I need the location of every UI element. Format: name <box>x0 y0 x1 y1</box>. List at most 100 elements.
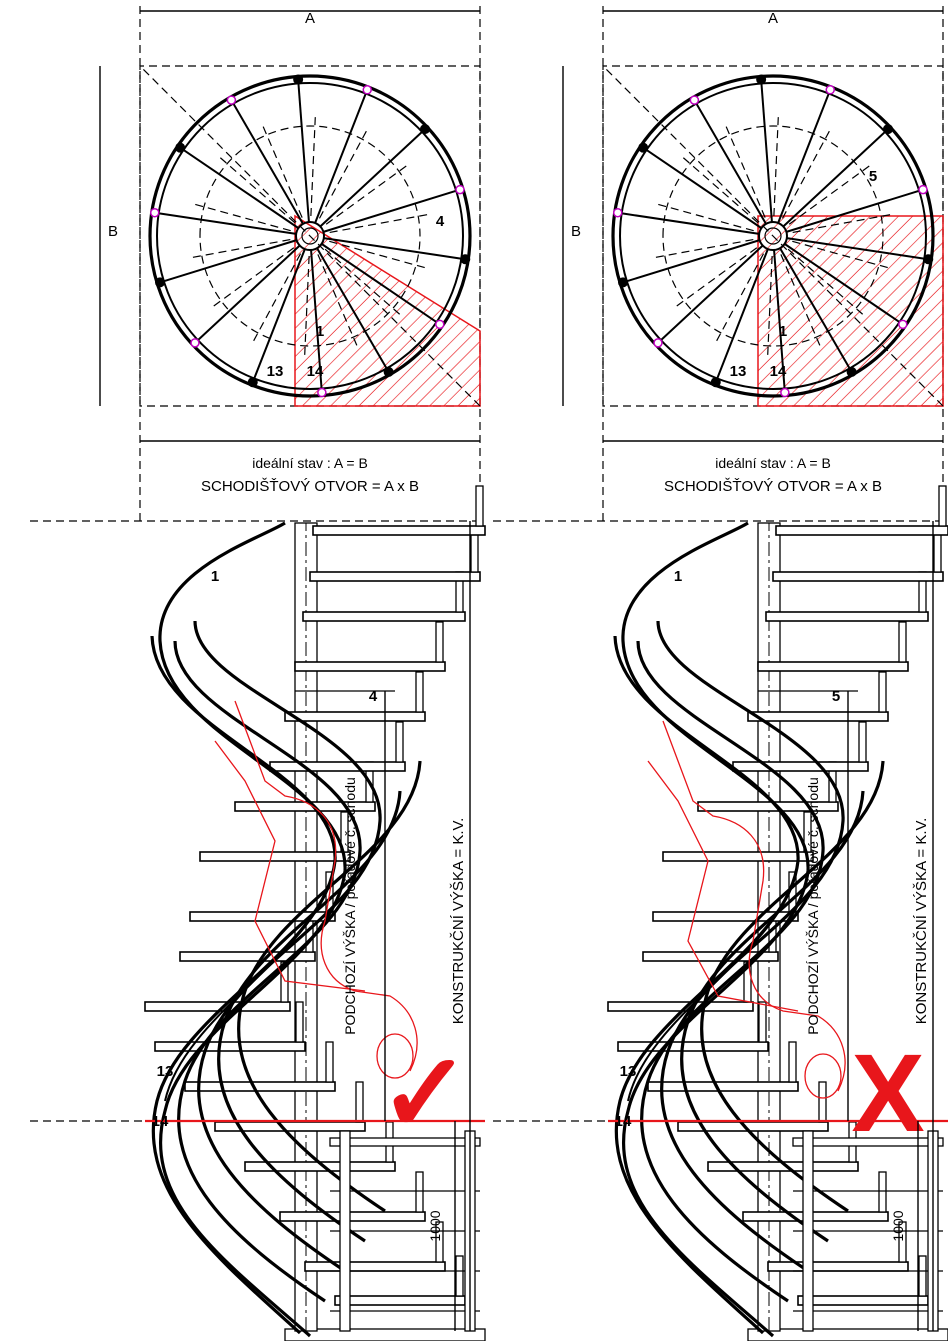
floor-plate <box>284 1328 486 1341</box>
opening-title: SCHODIŠŤOVÝ OTVOR = A x B <box>201 478 419 495</box>
landing-post <box>339 1130 351 1332</box>
plan-tread-hidden <box>781 130 831 219</box>
plan-tread-hidden <box>675 247 758 308</box>
plan-center-core <box>764 227 782 245</box>
cross-mark: X <box>851 1032 924 1155</box>
tread-baluster <box>918 1255 927 1297</box>
plan-tread-hidden <box>657 203 754 232</box>
tread-baluster <box>355 1081 364 1123</box>
elevation-tread <box>617 1041 769 1052</box>
elevation-tread <box>312 525 486 536</box>
handrail-curve <box>656 620 845 1273</box>
handrail-curve <box>173 640 362 1303</box>
tread-baluster <box>858 721 867 763</box>
elevation-tread <box>189 911 336 922</box>
elevation-tread <box>742 1211 889 1222</box>
elevation-tread <box>199 851 351 862</box>
plan-tread-hidden <box>780 254 821 347</box>
ideal-state-note: ideální stav : A = B <box>715 455 831 471</box>
walkline-circle <box>199 125 421 347</box>
check-mark: ✓ <box>379 1032 471 1155</box>
plan-tread-edge <box>319 129 425 228</box>
tread-baluster <box>938 485 947 527</box>
handrail-curve <box>636 640 825 1303</box>
width-label: A <box>305 10 315 27</box>
plan-tread-edge <box>760 81 773 223</box>
tread-baluster <box>415 671 424 713</box>
plan-baluster-marker <box>190 338 200 348</box>
plan-tread-edge <box>321 243 439 325</box>
plan-tread-edge <box>779 247 852 371</box>
plan-baluster-marker <box>689 95 700 105</box>
headroom-hatch <box>294 214 481 407</box>
width-label: A <box>768 10 778 27</box>
plan-tread-edge <box>715 248 769 381</box>
plan-baluster <box>756 74 767 85</box>
plan-tread-hidden <box>792 213 892 234</box>
elevation-tread <box>652 911 799 922</box>
elevation-tread <box>772 571 944 582</box>
plan-step-label: 4 <box>436 213 445 230</box>
elevation-tread <box>765 611 929 622</box>
plan-tread-edge <box>777 91 831 224</box>
plan-tread-edge <box>786 237 927 260</box>
tread-baluster <box>435 1221 444 1263</box>
plan-baluster <box>420 124 431 135</box>
plan-step-label: 13 <box>267 363 284 380</box>
walkline-circle <box>662 125 884 347</box>
plan-tread-edge <box>181 147 299 229</box>
plan-tread-edge <box>773 249 786 391</box>
plan-diagonal <box>602 65 944 407</box>
plan-tread-hidden <box>262 125 303 218</box>
plan-step-label: 1 <box>779 323 787 340</box>
plan-step-label: 13 <box>730 363 747 380</box>
plan-tread-hidden <box>310 116 316 217</box>
tread-baluster <box>818 1081 827 1123</box>
plan-step-label: 14 <box>307 363 324 380</box>
plan-tread-edge <box>786 189 922 233</box>
landing-rail <box>329 1137 481 1147</box>
plan-baluster <box>175 142 186 153</box>
handrail-curve <box>217 790 402 1243</box>
plan-baluster-marker <box>780 387 790 398</box>
plan-tread-edge <box>619 212 760 235</box>
plan-step-label: 1 <box>316 323 324 340</box>
construction-height-label: KONSTRUKČNÍ VÝŠKA = K.V. <box>913 818 930 1025</box>
landing-post <box>802 1130 814 1332</box>
elev-step-label: 13 <box>620 1063 637 1080</box>
plan-tread-edge <box>195 244 301 343</box>
plan-step-label: 5 <box>869 168 877 185</box>
plan-baluster <box>155 277 166 288</box>
plan-baluster <box>638 142 649 153</box>
elevation-tread <box>662 851 814 862</box>
elev-step-label: 5 <box>832 688 840 705</box>
tread-baluster <box>878 671 887 713</box>
elevation-tread <box>747 711 889 722</box>
plan-tread-hidden <box>682 156 759 224</box>
elevation-tread <box>179 951 316 962</box>
plan-tread-edge <box>644 147 762 229</box>
tread-baluster <box>758 1001 767 1043</box>
plan-tread-hidden <box>329 213 429 234</box>
plan-tread-hidden <box>329 240 426 269</box>
panel-correct: ✓PODCHOZÍ VÝŠKA / pořadové č. schodu4100… <box>25 3 486 1341</box>
opening-title: SCHODIŠŤOVÝ OTVOR = A x B <box>664 478 882 495</box>
depth-label: B <box>571 223 581 240</box>
plan-baluster-marker <box>612 207 623 218</box>
headroom-label: PODCHOZÍ VÝŠKA / pořadové č. schodu <box>805 777 821 1035</box>
tread-baluster <box>898 621 907 663</box>
plan-tread-hidden <box>325 164 408 225</box>
plan-tread-hidden <box>773 116 779 217</box>
figure-head <box>804 1053 842 1099</box>
plan-baluster-marker <box>435 319 445 330</box>
plan-inner-circle <box>156 82 464 390</box>
plan-tread-edge <box>323 189 459 233</box>
elev-step-label: 1 <box>674 568 682 585</box>
plan-outer-circle <box>611 74 935 398</box>
headroom-figure <box>662 720 846 1092</box>
tread-baluster <box>295 1001 304 1043</box>
plan-tread-hidden <box>324 248 401 316</box>
elevation-tread <box>304 1261 446 1272</box>
railing-height-label: 1000 <box>890 1210 906 1241</box>
plan-tread-edge <box>782 129 888 228</box>
